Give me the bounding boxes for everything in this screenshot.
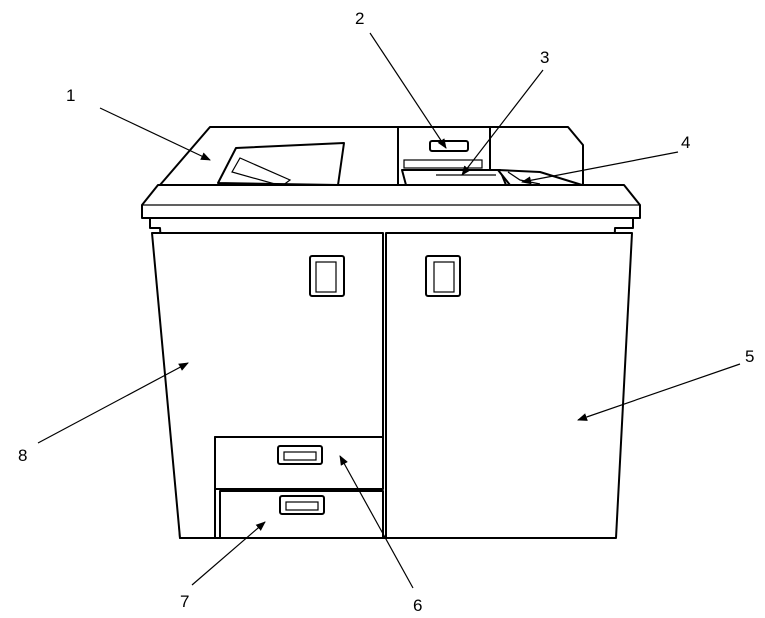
callout-8: 8 bbox=[18, 446, 27, 465]
callout-3: 3 bbox=[540, 48, 549, 67]
leader-3 bbox=[461, 69, 544, 176]
leader-8 bbox=[37, 362, 189, 444]
feed-lever-tip bbox=[507, 171, 541, 185]
main-cabinet bbox=[149, 217, 634, 539]
leader-7 bbox=[191, 521, 266, 586]
output-tray-slot bbox=[231, 157, 292, 187]
top-handle bbox=[429, 140, 469, 152]
leader-1 bbox=[99, 107, 211, 161]
left-door-handle-recess bbox=[315, 261, 337, 293]
right-door-handle-recess bbox=[433, 261, 455, 293]
lower-drawer-handle bbox=[279, 495, 325, 515]
callout-7: 7 bbox=[180, 592, 189, 611]
paper-path bbox=[401, 169, 507, 186]
leader-lines bbox=[37, 32, 741, 589]
callout-6: 6 bbox=[413, 596, 422, 615]
callout-2: 2 bbox=[355, 9, 364, 28]
leader-4 bbox=[521, 151, 679, 185]
callout-1: 1 bbox=[66, 86, 75, 105]
leader-2 bbox=[369, 32, 447, 149]
callout-4: 4 bbox=[681, 133, 690, 152]
upper-drawer-handle bbox=[277, 445, 323, 465]
upper-drawer-handle-recess bbox=[283, 451, 317, 461]
callout-labels: 1 2 3 4 5 6 7 8 bbox=[18, 9, 754, 615]
right-door bbox=[385, 232, 633, 539]
top-center-slot bbox=[403, 159, 483, 169]
top-unit bbox=[141, 126, 641, 219]
leader-6 bbox=[339, 455, 414, 589]
top-plate bbox=[141, 184, 641, 219]
lower-drawer-handle-recess bbox=[285, 501, 319, 511]
leader-5 bbox=[577, 363, 741, 421]
callout-5: 5 bbox=[745, 347, 754, 366]
